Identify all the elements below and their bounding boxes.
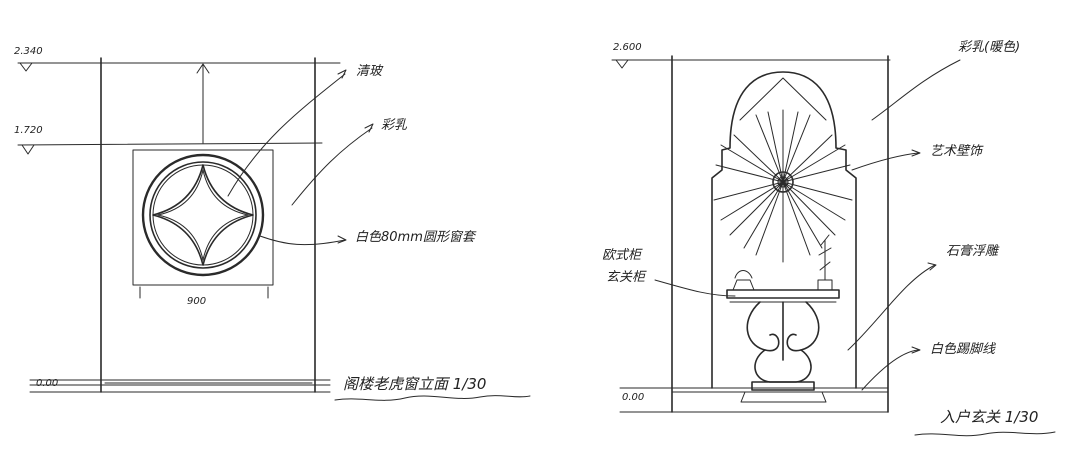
left-callout-clear-glass: 清玻 — [356, 64, 383, 79]
left-level-top: 2.340 — [14, 46, 43, 57]
left-callout-window-frame: 白色80mm圆形窗套 — [355, 230, 475, 245]
right-callout-warm-paint: 彩乳(暖色) — [958, 40, 1021, 55]
console-table — [726, 234, 840, 403]
right-elevation — [611, 55, 1056, 437]
right-callout-skirting: 白色踢脚线 — [930, 342, 996, 357]
right-callout-cabinet-1: 欧式柜 — [602, 248, 642, 263]
left-title: 阁楼老虎窗立面 1/30 — [343, 375, 487, 393]
left-level-mid: 1.720 — [14, 125, 43, 136]
left-level-bottom: 0.00 — [36, 378, 59, 389]
right-callout-art-ornament: 艺术壁饰 — [930, 144, 983, 159]
right-callout-plaster-relief: 石膏浮雕 — [946, 244, 999, 259]
right-title: 入户玄关 1/30 — [940, 408, 1039, 426]
right-level-top: 2.600 — [613, 42, 642, 53]
left-callout-paint: 彩乳 — [381, 118, 408, 133]
right-level-bottom: 0.00 — [622, 392, 645, 403]
left-elevation — [17, 57, 531, 401]
right-callout-cabinet-2: 玄关柜 — [606, 270, 646, 285]
left-dimension: 900 — [187, 296, 207, 307]
sunburst-ornament — [713, 109, 853, 263]
